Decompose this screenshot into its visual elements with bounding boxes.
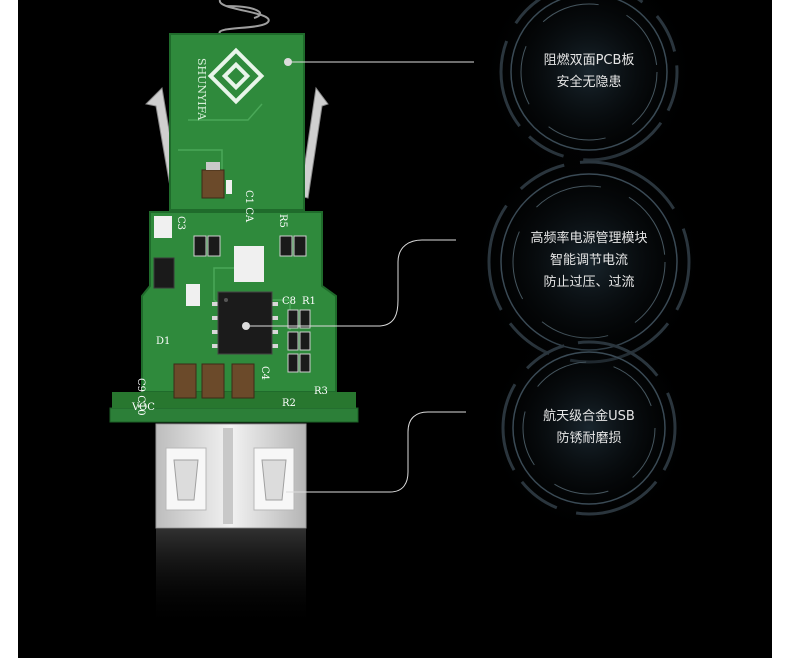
- usb-reflection: [156, 528, 306, 628]
- test-pad-grid-3: [186, 284, 200, 306]
- label-r5: R5: [277, 214, 288, 228]
- usb-port: [155, 423, 307, 529]
- test-pad-grid-1: [154, 216, 172, 238]
- callout-dot-1: [284, 58, 292, 66]
- label-voc: VOC: [131, 402, 155, 413]
- label-c1-ca: C1 CA: [243, 190, 254, 223]
- brand-logo: [207, 47, 265, 105]
- diode-d1: [153, 257, 175, 289]
- feature-callout-power-module: 高频率电源管理模块 智能调节电流 防止过压、过流: [514, 228, 664, 294]
- callout-lines: [246, 61, 474, 493]
- callout-dot-2: [242, 322, 250, 330]
- tantalum-capacitors: [173, 363, 255, 399]
- label-c8: C8: [282, 296, 296, 307]
- test-pad-grid-2: [234, 246, 264, 282]
- label-c3: C3: [175, 216, 186, 230]
- label-r2: R2: [282, 398, 296, 409]
- feature-line: 安全无隐患: [556, 75, 622, 90]
- feature-line: 高频率电源管理模块: [530, 231, 648, 246]
- pcb-flange-shadow: [112, 392, 356, 408]
- feature-line: 防止过压、过流: [543, 275, 635, 290]
- label-r1: R1: [302, 296, 316, 307]
- feature-callout-usb: 航天级合金USB 防锈耐磨损: [524, 406, 654, 450]
- pcb-upper: [169, 33, 305, 211]
- feature-line: 航天级合金USB: [543, 409, 635, 424]
- feature-line: 智能调节电流: [549, 253, 628, 268]
- label-c9-c10: C9 C10: [135, 378, 146, 416]
- label-r3: R3: [314, 386, 328, 397]
- feature-line: 阻燃双面PCB板: [543, 53, 635, 68]
- label-c4: C4: [259, 366, 270, 380]
- feature-ring-3: [483, 322, 695, 534]
- usb-charger-illustration: SHUNYIFA: [109, 0, 709, 628]
- contact-spring: [218, 0, 270, 35]
- c1-pad: [226, 180, 232, 194]
- brand-text: SHUNYIFA: [195, 58, 208, 121]
- feature-callout-pcb: 阻燃双面PCB板 安全无隐患: [524, 50, 654, 94]
- feature-line: 防锈耐磨损: [556, 431, 622, 446]
- capacitor-c1-lead: [206, 162, 220, 170]
- capacitor-c1: [201, 169, 225, 199]
- label-d1: D1: [156, 336, 170, 347]
- smd-resistors: [193, 235, 311, 373]
- product-stage: SHUNYIFA: [18, 0, 772, 658]
